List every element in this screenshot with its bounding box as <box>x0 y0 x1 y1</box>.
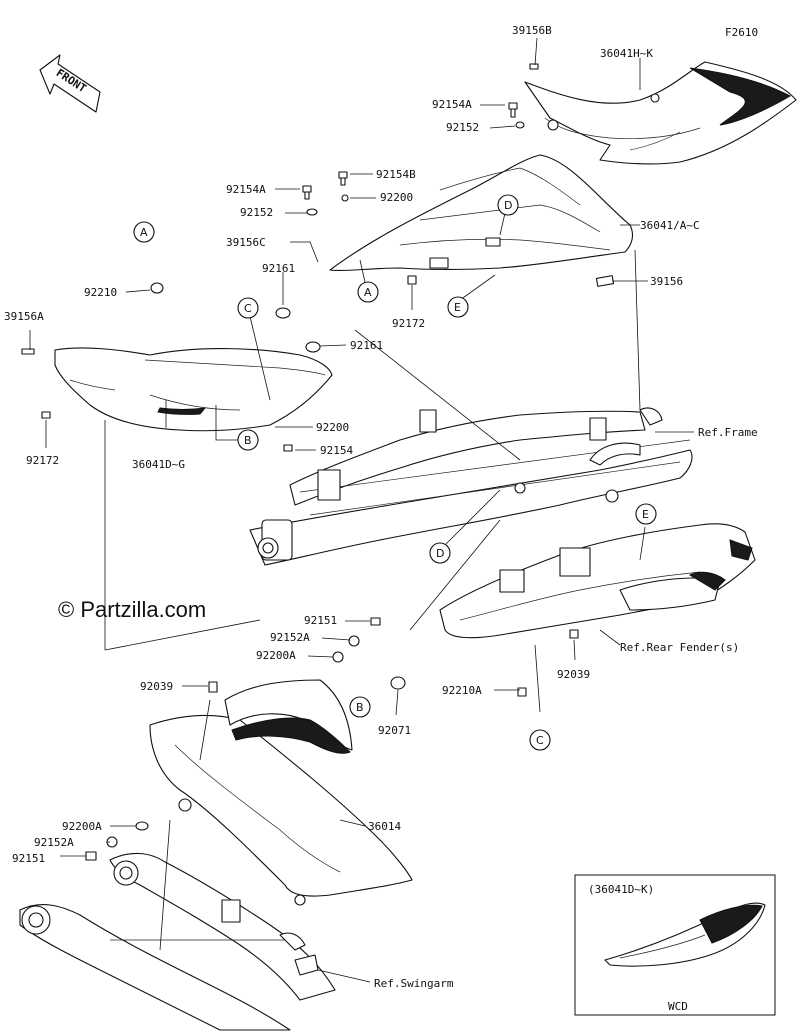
label-92161-b: 92161 <box>350 339 383 352</box>
label-39156b: 39156B <box>512 24 552 37</box>
svg-text:B: B <box>356 701 364 714</box>
frame-body <box>249 407 693 566</box>
label-ref-rear-fender: Ref.Rear Fender(s) <box>620 641 739 654</box>
label-92161-a: 92161 <box>262 262 295 275</box>
label-92210a: 92210A <box>442 684 482 697</box>
svg-text:D: D <box>504 199 512 212</box>
callout-b-low: B <box>349 696 371 718</box>
label-ref-swingarm: Ref.Swingarm <box>374 977 454 990</box>
callout-c-low: C <box>529 729 551 751</box>
label-92210: 92210 <box>84 286 117 299</box>
chain-cover <box>149 679 413 906</box>
label-92154a-top: 92154A <box>432 98 472 111</box>
label-92172-mid: 92172 <box>392 317 425 330</box>
label-36041-a-c: 36041/A~C <box>640 219 700 232</box>
label-39156: 39156 <box>650 275 683 288</box>
callout-a-left: A <box>133 221 155 243</box>
front-arrow-icon: FRONT <box>39 54 101 113</box>
label-92152-top: 92152 <box>446 121 479 134</box>
seat-cowl-upper <box>524 61 797 165</box>
svg-text:A: A <box>140 226 148 239</box>
rear-fender <box>439 523 756 639</box>
hardware <box>21 63 615 861</box>
label-92200-low: 92200 <box>316 421 349 434</box>
label-92071: 92071 <box>378 724 411 737</box>
part-labels: 39156B 36041H~K 92154A 92152 92154B 9215… <box>4 24 758 990</box>
label-39156c: 39156C <box>226 236 266 249</box>
inset-box: (36041D~K) WCD <box>574 874 776 1016</box>
label-92152a-a: 92152A <box>270 631 310 644</box>
label-92154: 92154 <box>320 444 353 457</box>
svg-text:C: C <box>536 734 544 747</box>
label-92151-a: 92151 <box>304 614 337 627</box>
label-36014: 36014 <box>368 820 401 833</box>
label-92200a-a: 92200A <box>256 649 296 662</box>
callout-a-mid: A <box>357 281 379 303</box>
seat-cowl-main <box>329 154 634 272</box>
label-92154a-mid: 92154A <box>226 183 266 196</box>
callout-e-top: E <box>447 296 469 318</box>
svg-text:E: E <box>454 301 461 314</box>
svg-text:B: B <box>244 434 252 447</box>
label-39156a: 39156A <box>4 310 44 323</box>
callouts: A A B B C C D D E E <box>133 194 657 751</box>
callout-d-top: D <box>497 194 519 216</box>
label-ref-frame: Ref.Frame <box>698 426 758 439</box>
swingarm <box>19 852 336 1031</box>
svg-text:D: D <box>436 547 444 560</box>
svg-text:E: E <box>642 508 649 521</box>
label-92039-left: 92039 <box>140 680 173 693</box>
inset-caption: WCD <box>668 1000 688 1013</box>
label-92200-mid: 92200 <box>380 191 413 204</box>
callout-b-left: B <box>237 429 259 451</box>
watermark: © Partzilla.com <box>58 597 206 622</box>
svg-text:A: A <box>364 286 372 299</box>
callout-d-low: D <box>429 542 451 564</box>
label-92152a-b: 92152A <box>34 836 74 849</box>
figure-code: F2610 <box>725 26 758 39</box>
label-36041d-g: 36041D~G <box>132 458 185 471</box>
label-92154b: 92154B <box>376 168 416 181</box>
label-92039-right: 92039 <box>557 668 590 681</box>
label-92172-left: 92172 <box>26 454 59 467</box>
leader-lines <box>29 37 694 983</box>
label-92200a-b: 92200A <box>62 820 102 833</box>
callout-e-right: E <box>635 503 657 525</box>
label-36041h-k: 36041H~K <box>600 47 653 60</box>
callout-c-left: C <box>237 297 259 319</box>
svg-text:C: C <box>244 302 252 315</box>
label-92152-mid: 92152 <box>240 206 273 219</box>
inset-title: (36041D~K) <box>588 883 654 896</box>
side-cover-left <box>54 347 333 432</box>
label-92151-b: 92151 <box>12 852 45 865</box>
